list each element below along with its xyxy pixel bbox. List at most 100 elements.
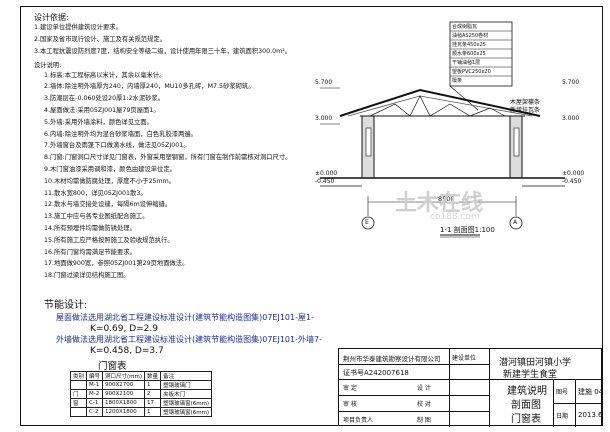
roof-layer-item: 檩条 <box>452 78 463 84</box>
company-name: 荆州市华泰建筑勘察设计有限公司 <box>343 355 441 363</box>
table-row: M-1 900X2700 1 塑钢玻璃门 <box>69 380 213 390</box>
drawing-name-3: 门窗表 <box>511 414 541 425</box>
roof-energy-k: K=0.69, D=2.9 <box>90 324 158 334</box>
table-cell: 1200X1800 <box>102 407 146 417</box>
roof-note: 木屋架檩条 <box>510 99 541 106</box>
door-window-table: 类别 编号 洞口尺寸(mm) 数量 备注 M-1 900X2700 1 塑钢玻璃… <box>69 371 213 417</box>
table-cell: 门 <box>69 389 88 399</box>
row-label-design: 设 计 <box>417 385 431 392</box>
table-header-row: 类别 编号 洞口尺寸(mm) 数量 备注 <box>69 371 213 381</box>
note-line: 17.地面做900宽，参照05ZJ001第29页地面做法。 <box>44 260 189 268</box>
note-line: 5.外墙:采用外墙涂料，颜色详见立面。 <box>44 118 153 126</box>
row-label-draft: 制 图 <box>417 417 431 424</box>
elev-mid-left: 3.000 <box>315 115 333 122</box>
roof-layer-item: 油毡AS250卷材 <box>452 33 489 39</box>
table-cell: 900X2700 <box>102 380 146 390</box>
note-line: 14.所有预埋件均需做防锈处理。 <box>44 225 136 232</box>
table-cell: 塑钢玻璃门 <box>160 380 213 390</box>
table-row: 门 M-2 900X2100 2 夹板木门 <box>69 389 213 399</box>
note-line: 16.所有门窗均需满足节能要求。 <box>44 248 136 256</box>
table-cell <box>69 380 88 390</box>
watermark-url: co188.com <box>430 212 480 222</box>
note-line: 12.散水与墙交接处设缝，每隔6m设伸缩缝。 <box>44 201 172 209</box>
elev-zero-right: ±0.000 <box>562 170 585 177</box>
roof-layer-item: 顺水条600x25 <box>452 51 486 57</box>
title-block: 荆州市华泰建筑勘察设计有限公司 建设单位 证书号A242007618 潜河镇田河… <box>338 348 604 427</box>
note-line: 13.施工中应与各专业图纸配合施工。 <box>44 213 149 221</box>
axis-e-bubble <box>361 216 375 230</box>
header-cell: 编号 <box>86 371 104 381</box>
note-line: 4.屋面做法:采用05ZJ001屋79页屋面1。 <box>44 107 160 114</box>
note-line: 9.木门窗油漆采用调和漆，颜色由建设单位定。 <box>44 166 176 173</box>
table-cell: 塑钢玻璃窗(6mm) <box>160 398 213 408</box>
sheet-number: 建施 04 <box>578 388 604 396</box>
roof-outline <box>339 88 541 117</box>
table-cell: 900X2100 <box>102 389 146 399</box>
table-cell <box>69 407 88 417</box>
span-dimension-text: 8500 <box>438 195 455 203</box>
table-cell: 1 <box>144 407 162 417</box>
table-row: C-2 1200X1800 1 塑钢玻璃窗(6mm) <box>69 407 213 417</box>
note-line: 2.墙体:除注明外墙厚为240，内墙厚240，MU10多孔砖，M7.5砂浆砌筑。 <box>44 83 255 91</box>
table-cell: 夹板木门 <box>160 389 213 399</box>
elev-top-left: 5.700 <box>315 79 333 86</box>
note-line: 3.防潮层在-0.060处设20厚1:2水泥砂浆。 <box>44 95 165 103</box>
note-line: 7.外墙窗台及雨篷下口做滴水线，做法见05ZJ001。 <box>44 142 190 150</box>
header-cell: 类别 <box>69 371 88 381</box>
elev-low-right: -0.450 <box>562 178 582 185</box>
note-line: 18.门窗过梁详见结构施工图。 <box>44 272 130 280</box>
drawing-name-1: 建筑说明 <box>507 386 547 397</box>
note-line: 11.散水宽800，详见05ZJ001散3。 <box>44 189 147 197</box>
owner-label: 建设单位 <box>452 355 477 362</box>
axis-a-label: A <box>513 219 518 226</box>
note-line: 设计说明: <box>34 61 62 69</box>
notes-title: 设计依据: <box>34 13 69 22</box>
note-line: 8.门窗:门窗洞口尺寸详见门窗表，外窗采用塑钢窗，所有门窗在制作前需核对洞口尺寸… <box>44 154 292 162</box>
elev-low-left: -0.450 <box>315 178 335 185</box>
table-cell: C-2 <box>86 407 104 417</box>
drawing-frame <box>20 6 603 426</box>
note-line: 2.国家及省市现行设计、施工及有关规范规定。 <box>34 35 166 43</box>
note-line: 1.标高:本工程标高以米计，其余以毫米计。 <box>44 71 166 79</box>
table-cell: 17 <box>144 398 162 408</box>
date-label: 日期 <box>556 413 569 420</box>
table-cell: 塑钢玻璃窗(6mm) <box>160 407 213 417</box>
header-cell: 数量 <box>144 371 162 381</box>
door-table-title: 门窗表 <box>98 361 127 372</box>
row-label-check: 校 对 <box>417 401 431 408</box>
roof-layer-item: 望板PVC250x20 <box>452 69 491 75</box>
roof-layer-legend-box <box>449 21 513 87</box>
header-cell: 洞口尺寸(mm) <box>102 371 146 381</box>
axis-e-label: E <box>365 219 369 226</box>
elev-top-right: 5.700 <box>562 79 580 86</box>
table-cell: 窗 <box>69 398 88 408</box>
roof-energy-desc: 屋面做法选用湖北省工程建设标准设计(建筑节能构造图集)07EJ101-屋1- <box>56 313 314 322</box>
note-line: 10.木材均需做防腐处理，厚度不小于25mm。 <box>44 177 176 185</box>
cert-number: 证书号A242007618 <box>343 369 409 377</box>
roof-note-2: 新增挂瓦条 <box>510 107 541 114</box>
drawing-name-2: 剖面图 <box>511 400 541 411</box>
wall-energy-desc: 外墙做法选用湖北省工程建设标准设计(建筑节能构造图集)07EJ101-外墙7- <box>56 335 322 344</box>
row-label-lead: 项目负责人 <box>343 417 374 424</box>
table-cell: 1800X1800 <box>102 398 146 408</box>
project-name-2: 新建学生食堂 <box>503 370 558 380</box>
section-drawing <box>320 21 565 238</box>
elev-mid-right: 3.000 <box>562 115 580 122</box>
note-line: 15.所有施工应严格按照施工及验收规范执行。 <box>44 236 174 244</box>
section-title: 1-1 剖面图1:100 <box>440 226 495 234</box>
table-cell: M-2 <box>86 389 104 399</box>
roof-layer-item: 合成树脂瓦 <box>452 24 478 30</box>
header-cell: 备注 <box>160 371 213 381</box>
watermark-brand: 土木在线 <box>395 191 484 216</box>
table-cell: 1 <box>144 380 162 390</box>
row-label-review: 审 核 <box>343 401 357 408</box>
note-line: 1.建设单位提供建筑设计要求。 <box>34 24 122 31</box>
wall-energy-k: K=0.458, D=3.7 <box>90 346 164 356</box>
roof-truss <box>369 95 506 117</box>
table-cell: 2 <box>144 389 162 399</box>
axis-a-bubble <box>509 216 523 230</box>
sheet-label: 图号 <box>556 389 569 396</box>
row-label-approve: 审 定 <box>343 385 357 392</box>
table-cell: M-1 <box>86 380 104 390</box>
project-name: 潜河镇田河镇小学 <box>499 358 572 368</box>
